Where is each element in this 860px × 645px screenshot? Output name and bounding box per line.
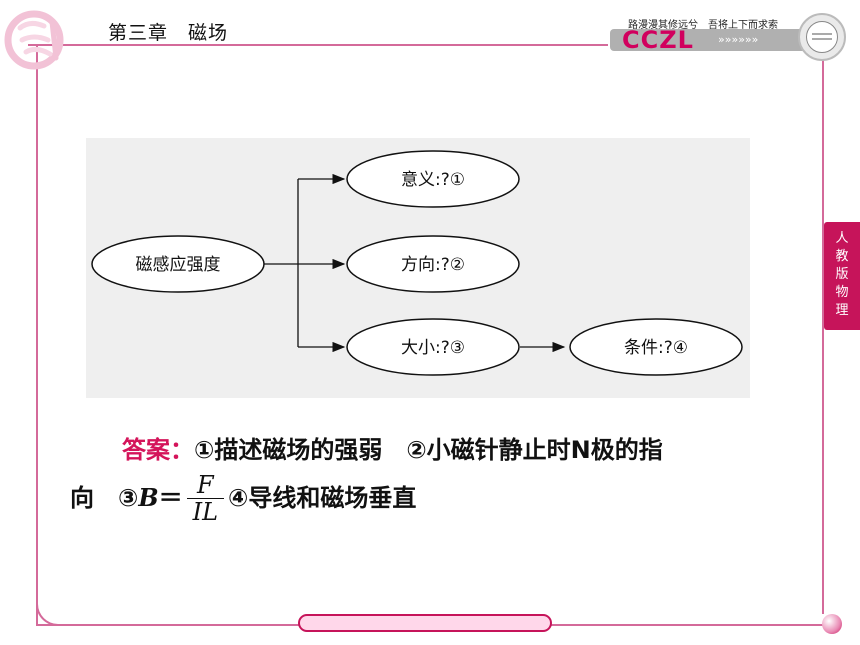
magnitude-node-ellipse [346, 318, 520, 376]
side-tab-char: 人 [835, 231, 849, 246]
pink-ball-icon[interactable] [822, 614, 842, 634]
direction-node-label: 方向:?② [401, 255, 465, 275]
brand-logo-text: CCZL [622, 26, 694, 54]
seal-emblem-icon [798, 13, 846, 61]
side-tab-char: 物 [835, 285, 849, 300]
magnitude-node-label: 大小:?③ [401, 338, 465, 358]
footer-bar[interactable] [298, 614, 552, 632]
brand-slogan: 路漫漫其修远兮 吾将上下而求索 [628, 20, 778, 31]
fraction-denominator: IL [192, 498, 219, 527]
fraction-numerator: F [186, 472, 225, 500]
answer-line-2-prefix: 向 ③ [70, 483, 139, 512]
frame-right-border [822, 58, 824, 614]
direction-node-ellipse [346, 235, 520, 293]
frame-left-border [36, 46, 38, 626]
side-tab-char: 教 [835, 249, 849, 264]
speak-character-swirl-icon [4, 10, 64, 70]
brand-bar [610, 29, 810, 51]
side-tab-label: 人教版物理 [824, 230, 860, 320]
meaning-node-ellipse [346, 150, 520, 208]
side-tab-char: 版 [835, 267, 849, 282]
answer-line-1: 答案：①描述磁场的强弱 ②小磁针静止时N极的指 [70, 428, 810, 472]
b-symbol: B [138, 482, 159, 512]
condition-node-ellipse [569, 318, 743, 376]
brand-header: 路漫漫其修远兮 吾将上下而求索 CCZL »»»»»» [600, 0, 860, 61]
frame-corner [36, 596, 66, 626]
side-tab-char: 理 [835, 303, 849, 318]
answer-line-1-text: ①描述磁场的强弱 ②小磁针静止时N极的指 [194, 436, 663, 464]
header-rule [28, 44, 608, 46]
answer-line-2-suffix: ④导线和磁场垂直 [228, 483, 417, 512]
root-node-ellipse [91, 235, 265, 293]
equals-sign: ＝ [158, 483, 183, 512]
concept-diagram: 磁感应强度 意义:?① 方向:?② 大小:?③ 条件:?④ [86, 138, 750, 398]
condition-node-label: 条件:?④ [624, 338, 688, 358]
meaning-node-label: 意义:?① [401, 170, 465, 190]
answer-label: 答案： [122, 436, 194, 464]
root-node-label: 磁感应强度 [136, 255, 221, 275]
brand-arrows: »»»»»» [718, 33, 759, 46]
side-tab-edition[interactable]: 人教版物理 [824, 222, 860, 330]
seal-lettering-icon [812, 33, 832, 40]
chapter-title: 第三章 磁场 [108, 22, 229, 44]
